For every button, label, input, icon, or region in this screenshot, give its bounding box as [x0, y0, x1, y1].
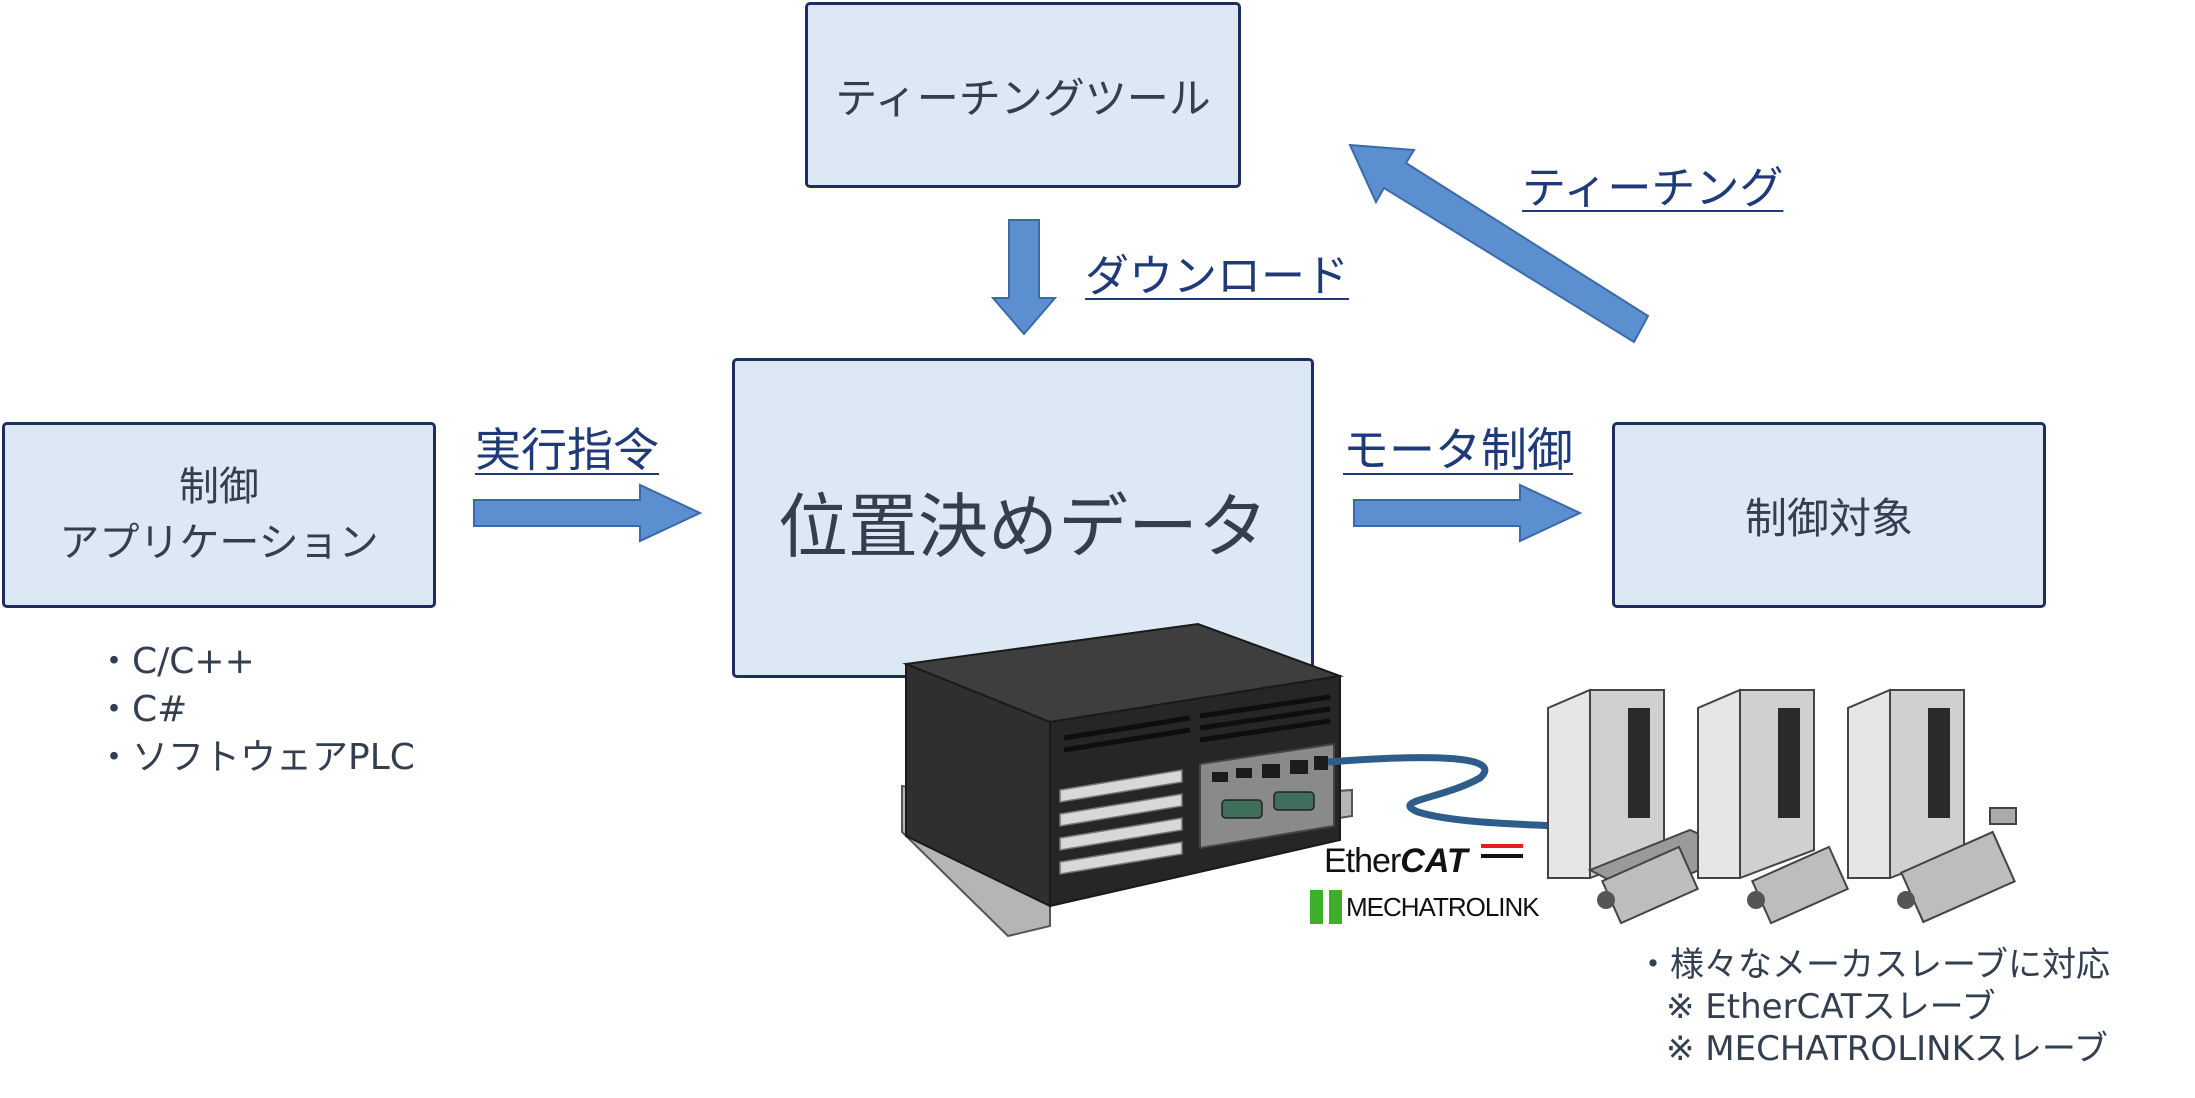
positioning-data-label: 位置決めデータ	[778, 486, 1268, 568]
control-target-box: 制御対象	[1612, 422, 2046, 608]
ethercat-logo: EtherCAT	[1324, 842, 1524, 881]
industrial-pc-icon	[901, 622, 1353, 938]
control-target-label: 制御対象	[1744, 493, 1913, 543]
control-application-label-line2: アプリケーション	[59, 520, 379, 566]
positioning-data-box: 位置決めデータ	[732, 358, 1314, 678]
motor-control-arrow	[1353, 483, 1583, 543]
download-label: ダウンロード	[1085, 251, 1349, 302]
teaching-arrow	[1348, 143, 1650, 344]
slave-note-main: ・様々なメーカスレーブに対応	[1636, 945, 2110, 985]
control-application-box: 制御 アプリケーション	[2, 422, 436, 608]
mechatrolink-logo: MECHATROLINK	[1310, 890, 1540, 924]
servo-drive-icon	[1547, 688, 1743, 925]
execute-command-label: 実行指令	[475, 423, 659, 477]
slave-support-notes: ・様々なメーカスレーブに対応 ※ EtherCATスレーブ ※ MECHATRO…	[1636, 944, 2110, 1070]
application-language-list: ・C/C++ ・C# ・ソフトウェアPLC	[96, 638, 415, 782]
language-item: ・ソフトウェアPLC	[96, 737, 415, 778]
network-cable	[1327, 754, 1561, 830]
execute-command-arrow	[473, 483, 703, 543]
language-item: ・C#	[96, 689, 188, 730]
download-arrow	[990, 219, 1058, 336]
teaching-tool-box: ティーチングツール	[805, 2, 1241, 188]
slave-note-ethercat: ※ EtherCATスレーブ	[1666, 987, 1996, 1027]
mechatrolink-mark-icon	[1310, 890, 1342, 924]
slave-note-mechatrolink: ※ MECHATROLINKスレーブ	[1666, 1029, 2108, 1069]
ethercat-arrows-icon	[1481, 842, 1524, 862]
servo-drive-icon	[1847, 688, 2017, 924]
control-application-label-line1: 制御	[179, 464, 259, 510]
motor-control-label: モータ制御	[1343, 423, 1573, 477]
teaching-tool-label: ティーチングツール	[835, 73, 1211, 123]
servo-drive-icon	[1697, 688, 1850, 925]
language-item: ・C/C++	[96, 641, 255, 682]
teaching-label: ティーチング	[1522, 163, 1784, 214]
